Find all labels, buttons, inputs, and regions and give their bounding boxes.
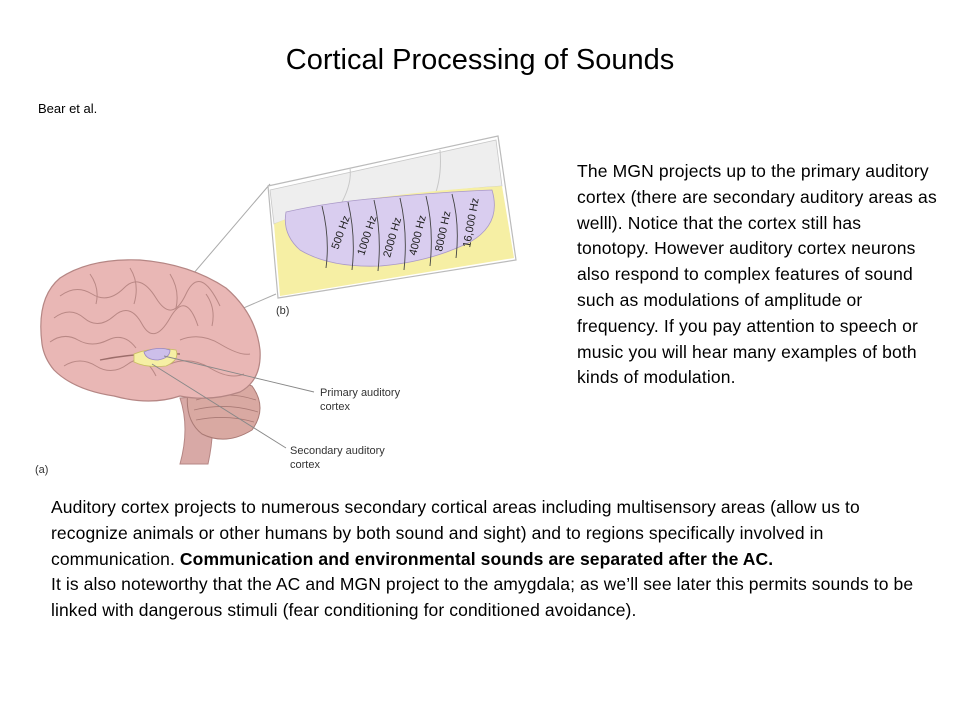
inset-primary-region [284,189,495,267]
bottom-paragraph-1: Auditory cortex projects to numerous sec… [51,495,931,572]
bottom-paragraph-1-bold: Communication and environmental sounds a… [179,548,774,569]
brain-figure: 500 Hz 1000 Hz 2000 Hz 4000 Hz 8000 Hz 1… [35,135,517,476]
right-paragraph: The MGN projects up to the primary audit… [577,161,937,388]
secondary-auditory-label-line2: cortex [290,459,320,471]
primary-auditory-label-line2: cortex [320,401,350,413]
bottom-paragraph-2: It is also noteworthy that the AC and MG… [51,574,914,621]
primary-auditory-label-line1: Primary auditory [320,387,401,399]
brain-illustration: (a) [35,259,315,476]
panel-a-label: (a) [35,464,48,476]
secondary-auditory-label-line1: Secondary auditory [290,445,385,457]
panel-b-label: (b) [276,305,289,317]
bottom-paragraph-1-normal: Auditory cortex projects to numerous sec… [51,497,860,569]
citation: Bear et al. [38,101,98,116]
cerebrum [40,259,261,402]
inset-panel-b: 500 Hz 1000 Hz 2000 Hz 4000 Hz 8000 Hz 1… [267,135,517,317]
slide-title: Cortical Processing of Sounds [285,44,675,76]
bottom-text-block: Auditory cortex projects to numerous sec… [51,495,931,624]
